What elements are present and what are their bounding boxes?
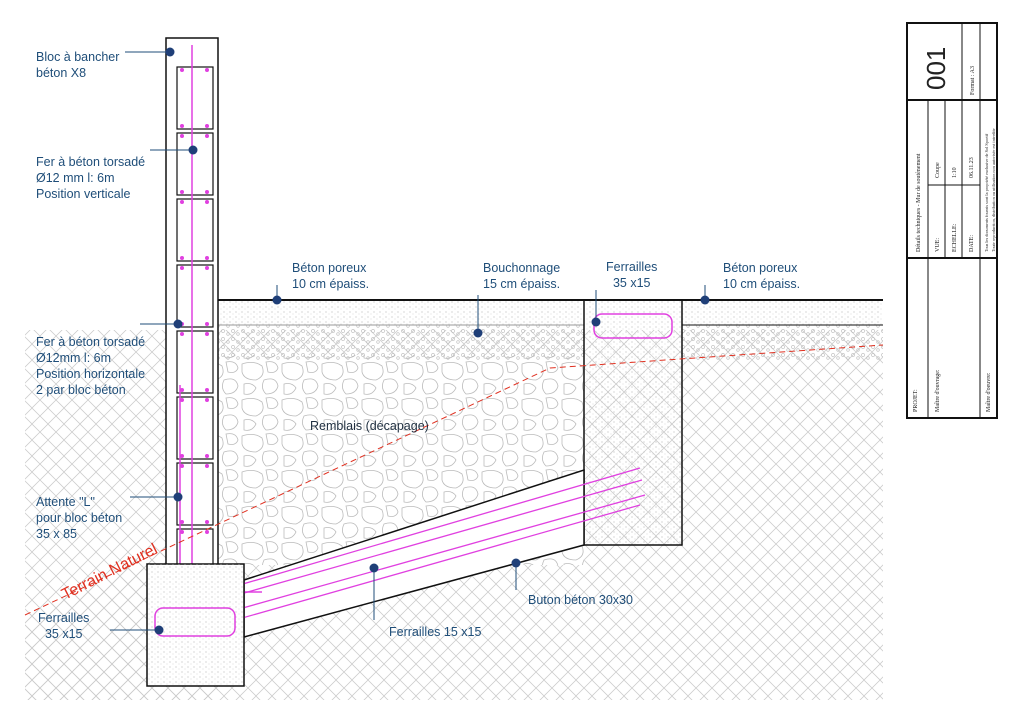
svg-text:Format : A3: Format : A3 [970,66,976,95]
horizontal-rebar-section [205,530,209,534]
concrete-block [176,132,214,196]
horizontal-rebar-section [205,68,209,72]
horizontal-rebar-section [205,266,209,270]
horizontal-rebar-section [205,332,209,336]
horizontal-rebar-section [205,520,209,524]
horizontal-rebar-section [205,322,209,326]
label-remblais: Remblais (décapage) [310,419,429,433]
horizontal-rebar-section [180,256,184,260]
horizontal-rebar-section [205,200,209,204]
svg-text:DATE:: DATE: [969,235,975,252]
horizontal-rebar-section [180,68,184,72]
horizontal-rebar-section [205,388,209,392]
svg-text:06.11.23: 06.11.23 [969,157,975,178]
horizontal-rebar-section [180,464,184,468]
concrete-block [176,462,214,526]
svg-text:001: 001 [921,47,951,90]
footing-rebar-cage [154,607,236,637]
natural-terrain-line [24,344,884,616]
porous-concrete-left [218,300,584,325]
horizontal-rebar-section [180,332,184,336]
svg-text:Détails techniques - Mur de so: Détails techniques - Mur de soutènement [916,153,922,252]
concrete-block [176,330,214,394]
concrete-block [176,198,214,262]
horizontal-rebar-section [205,190,209,194]
strut-rebar [194,467,646,631]
label-ferrailles-strut: Ferrailles 15 x15 [389,625,482,639]
svg-text:VUE:: VUE: [935,238,941,252]
concrete-block [176,528,214,566]
svg-text:PROJET:: PROJET: [913,389,919,412]
horizontal-rebar-section [180,454,184,458]
svg-text:ECHELLE:: ECHELLE: [952,223,958,252]
horizontal-rebar-section [180,398,184,402]
horizontal-rebar-section [180,134,184,138]
bouchonnage-layer [218,325,584,360]
svg-text:Maître d'ouvrage:: Maître d'ouvrage: [935,369,941,412]
concrete-pillar [583,299,683,546]
horizontal-rebar-section [180,520,184,524]
concrete-block [176,396,214,460]
horizontal-rebar-section [180,200,184,204]
horizontal-rebar-section [180,388,184,392]
title-block [906,22,998,419]
horizontal-rebar-section [180,124,184,128]
horizontal-rebar-section [205,464,209,468]
svg-text:Tous les documents fournis son: Tous les documents fournis sont la propr… [984,133,989,252]
horizontal-rebar-section [205,454,209,458]
horizontal-rebar-section [180,530,184,534]
horizontal-rebar-section [180,266,184,270]
concrete-block [176,264,214,328]
horizontal-rebar-section [205,124,209,128]
svg-text:Maître d'oeuvre:: Maître d'oeuvre: [986,372,992,412]
svg-text:1:10: 1:10 [952,167,958,178]
svg-text:Coupe: Coupe [935,162,941,178]
horizontal-rebar-section [205,134,209,138]
concrete-block [176,66,214,130]
leader-dots [154,47,710,635]
horizontal-rebar-section [205,398,209,402]
horizontal-rebar-section [180,190,184,194]
svg-text:Toute reproduction, distributi: Toute reproduction, distribution ou util… [991,128,997,252]
label-buton: Buton béton 30x30 [528,593,633,607]
horizontal-rebar-section [205,256,209,260]
